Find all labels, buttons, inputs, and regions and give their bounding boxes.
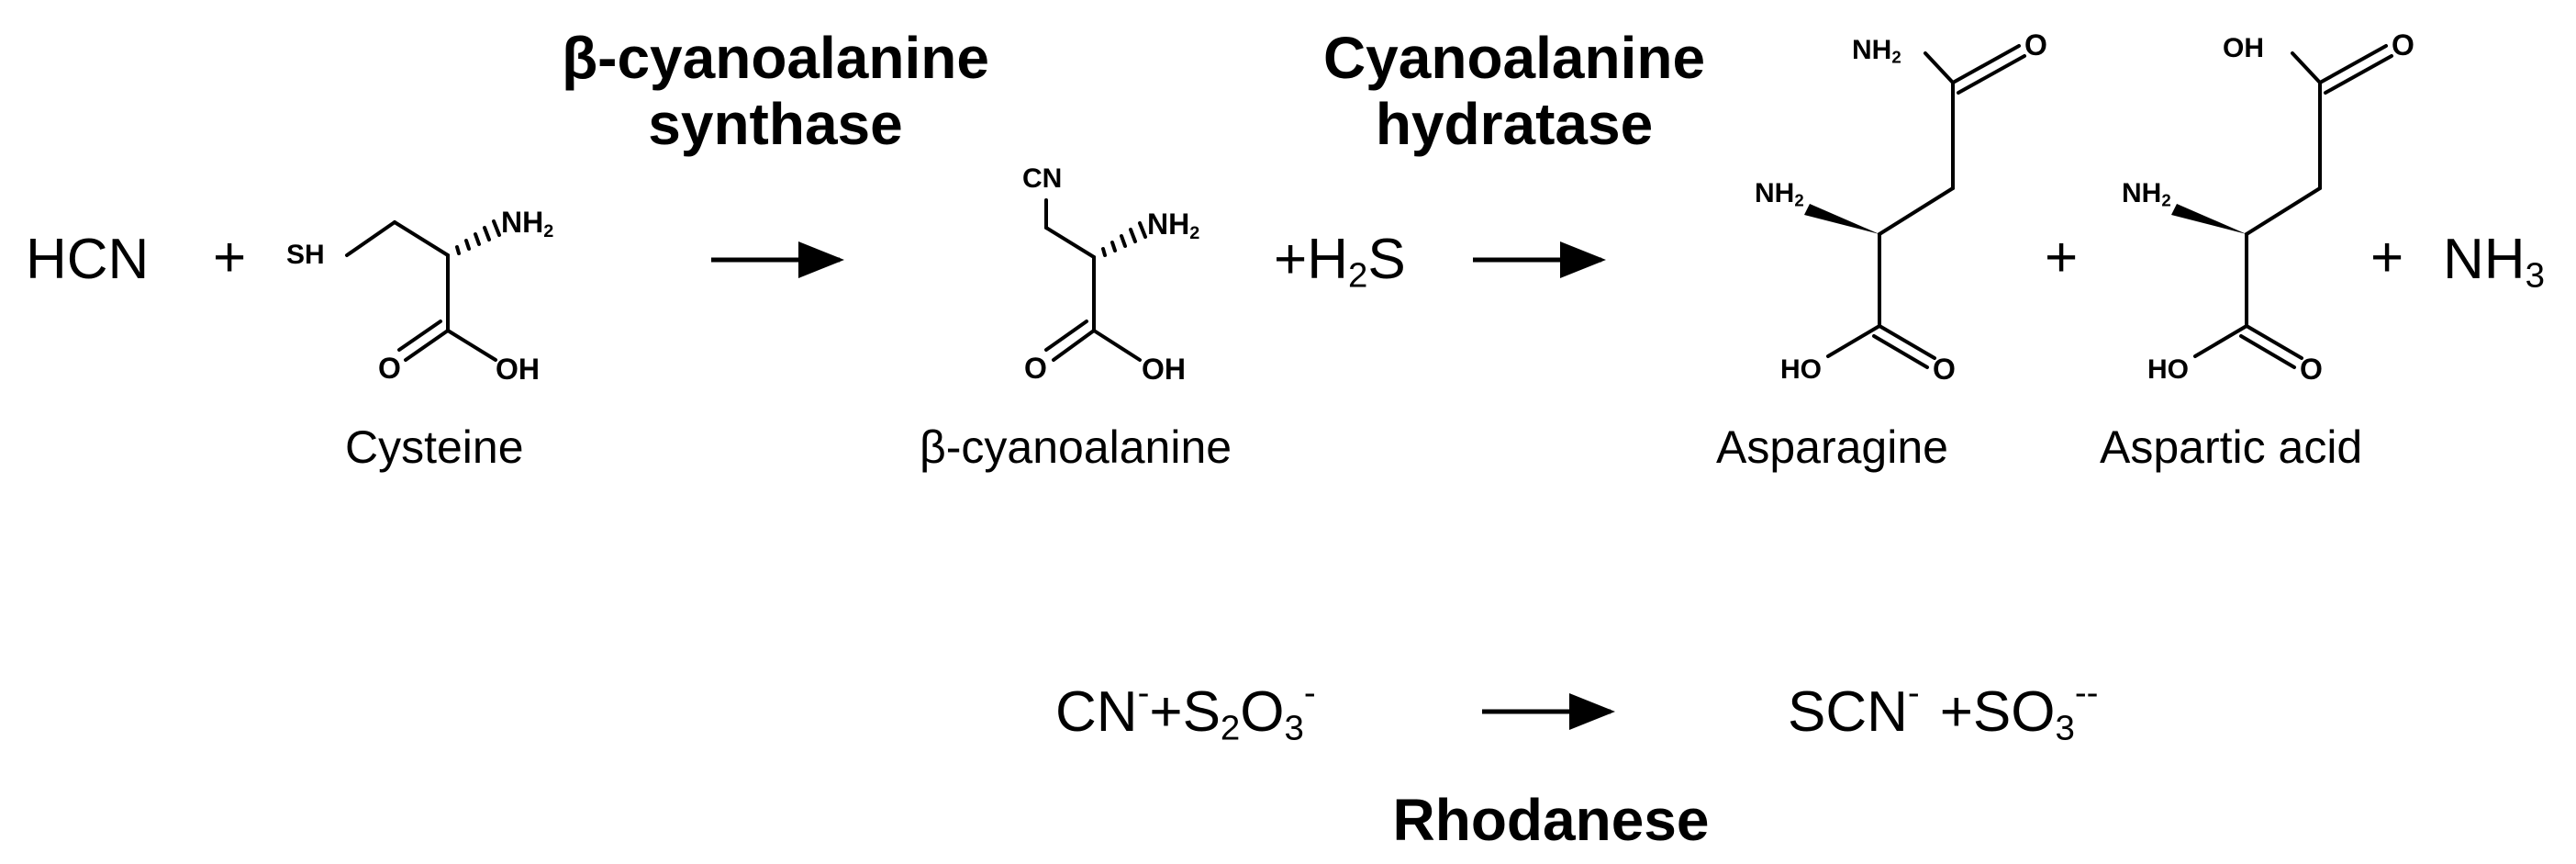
nh3-main: NH [2443, 228, 2526, 291]
cysteine-sh-label: SH [286, 240, 325, 270]
cyanoalanine-bonds [1044, 198, 1147, 362]
enzyme-1-line-2: synthase [648, 90, 903, 157]
enzyme-2-line-2: hydratase [1375, 90, 1654, 157]
cyanoalanine-cn-label: CN [1022, 163, 1063, 194]
aspartic-top-o-label: O [2392, 28, 2414, 62]
enzyme-1-line-1: β-cyanoalanine [562, 25, 989, 91]
cyanoalanine-name: β-cyanoalanine [920, 421, 1232, 473]
cyanoalanine-o-label: O [1024, 352, 1047, 385]
cn-ion: CN [1055, 680, 1138, 744]
cn-charge: - [1137, 673, 1150, 713]
enzyme-cyanoalanine-hydratase: Cyanoalanine hydratase [1285, 25, 1744, 157]
asparagine-name: Asparagine [1716, 421, 1948, 473]
rhodanese-products: SCN-+SO3-- [1788, 675, 2098, 746]
enzyme-rhodanese: Rhodanese [1392, 787, 1710, 853]
asparagine-bonds [1804, 44, 2026, 369]
thiosulfate-s: +S [1149, 680, 1221, 744]
enzyme-2-line-1: Cyanoalanine [1322, 25, 1706, 91]
scn-charge: - [1907, 673, 1920, 713]
h2s-subscript: 2 [1347, 255, 1368, 296]
h2s-plus-h: +H [1274, 228, 1348, 291]
aspartic-nh2-label: NH2 [2122, 178, 2171, 210]
aspartic-acid-bonds [2171, 44, 2393, 369]
thiosulfate-s-sub: 2 [1220, 708, 1241, 748]
asparagine-amide-nh2-label: NH2 [1852, 35, 1901, 67]
cyanoalanine-nh2-label: NH2 [1147, 208, 1200, 243]
cysteine-nh2-label: NH2 [501, 206, 554, 241]
cysteine-oh-label: OH [496, 353, 540, 386]
nh3-subscript: 3 [2525, 255, 2545, 296]
asparagine-ho-label: HO [1780, 354, 1822, 385]
rhodanese-reactants: CN-+S2O3- [1055, 675, 1316, 746]
sulfite-so: +SO [1939, 680, 2056, 744]
sulfite-sub: 3 [2055, 708, 2075, 748]
aspartic-acid-name: Aspartic acid [2100, 421, 2363, 473]
plus-sign-2: + [2045, 226, 2079, 289]
hcn-reactant: HCN [26, 228, 150, 291]
cyanoalanine-oh-label: OH [1142, 353, 1186, 386]
plus-sign-1: + [213, 226, 247, 289]
aspartic-top-oh-label: OH [2223, 33, 2264, 63]
nh3-product: NH3 [2443, 228, 2545, 294]
thiosulfate-o-sub: 3 [1284, 708, 1304, 748]
plus-sign-3: + [2370, 226, 2404, 289]
h2s-product: +H2S [1274, 228, 1406, 294]
scn-ion: SCN [1788, 680, 1908, 744]
enzyme-cyanoalanine-synthase: β-cyanoalanine synthase [514, 25, 1037, 157]
h2s-s: S [1367, 228, 1406, 291]
asparagine-nh2-label: NH2 [1755, 178, 1804, 210]
asparagine-o-label: O [1933, 353, 1956, 386]
cysteine-o-label: O [378, 352, 401, 385]
asparagine-top-o-label: O [2024, 28, 2047, 62]
cysteine-name: Cysteine [345, 421, 524, 473]
aspartic-o-label: O [2300, 353, 2323, 386]
cysteine-bonds [345, 219, 501, 362]
thiosulfate-o: O [1240, 680, 1285, 744]
aspartic-ho-label: HO [2147, 354, 2189, 385]
thiosulfate-charge: - [1303, 673, 1316, 713]
sulfite-charge: -- [2074, 673, 2099, 713]
